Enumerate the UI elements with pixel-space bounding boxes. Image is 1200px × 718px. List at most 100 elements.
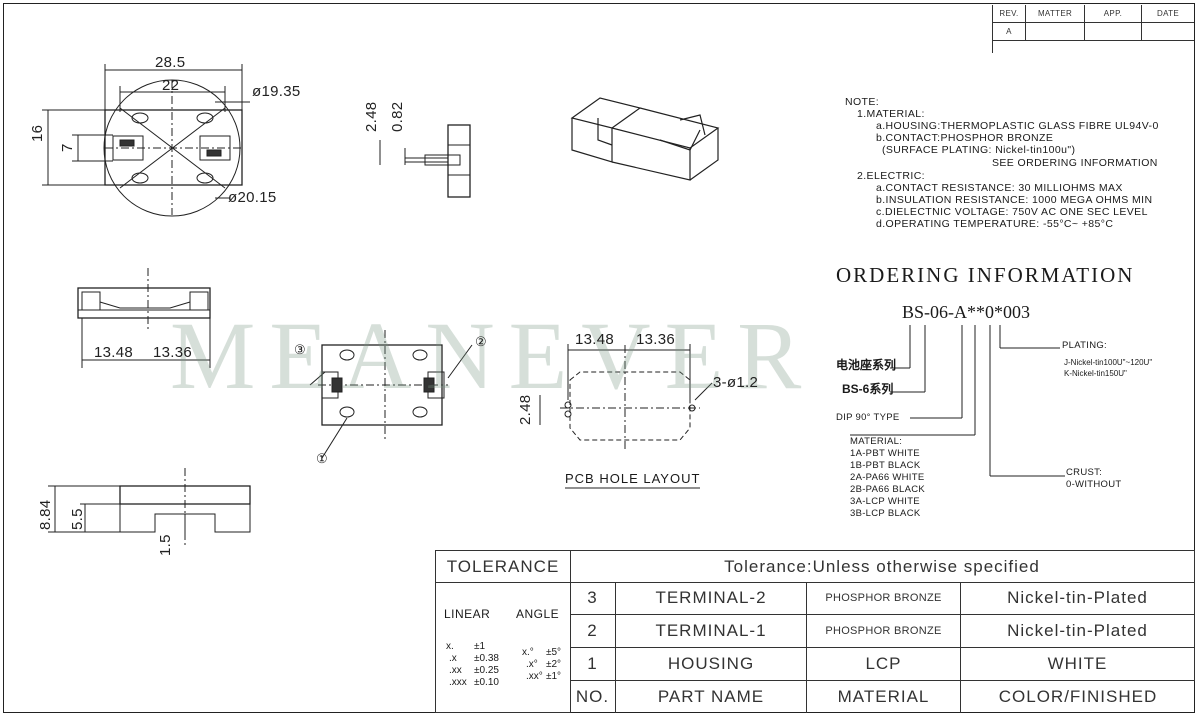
rev-value-rev: A bbox=[992, 23, 1025, 41]
row-part: TERMINAL-1 bbox=[616, 615, 807, 648]
angle-val: ±5° bbox=[546, 647, 562, 658]
note-line: a.CONTACT RESISTANCE: 30 MILLIOHMS MAX bbox=[876, 182, 1123, 194]
angle-key: .x° bbox=[526, 659, 538, 670]
linear-key: x. bbox=[446, 641, 454, 652]
ordering-material: 2B-PA66 BLACK bbox=[850, 484, 926, 495]
top-view bbox=[42, 64, 250, 217]
dim-height-inner: 7 bbox=[59, 143, 76, 152]
dim-bottom-c: 1.5 bbox=[157, 534, 174, 556]
rev-header-date: DATE bbox=[1141, 5, 1194, 23]
watermark-text: MEANEVER bbox=[170, 302, 816, 409]
dim-pcb-holes: 3-ø1.2 bbox=[713, 374, 759, 391]
ordering-dip: DIP 90° TYPE bbox=[836, 412, 900, 423]
section-view bbox=[48, 468, 251, 545]
note-line: b.CONTACT:PHOSPHOR BRONZE bbox=[876, 132, 1054, 144]
linear-val: ±0.25 bbox=[474, 665, 499, 676]
dim-pcb-height: 2.48 bbox=[517, 394, 534, 425]
angle-key: .xx° bbox=[526, 671, 543, 682]
ordering-plating: J-Nickel-tin100U"~120U" bbox=[1064, 358, 1153, 367]
rev-value-matter bbox=[1025, 23, 1084, 41]
ordering-leaders bbox=[850, 325, 1065, 477]
bottom-view bbox=[309, 330, 473, 459]
ordering-material: 1A-PBT WHITE bbox=[850, 448, 920, 459]
row-part: TERMINAL-2 bbox=[616, 582, 807, 615]
dim-side-a: 2.48 bbox=[363, 101, 380, 132]
note-line: (SURFACE PLATING: Nickel-tin100u") bbox=[882, 144, 1076, 156]
dim-dia-2: ø20.15 bbox=[228, 189, 277, 206]
ordering-crust: 0-WITHOUT bbox=[1066, 479, 1122, 490]
row-finish: Nickel-tin-Plated bbox=[961, 582, 1195, 615]
note-line: b.INSULATION RESISTANCE: 1000 MEGA OHMS … bbox=[876, 194, 1153, 206]
ordering-material: 3B-LCP BLACK bbox=[850, 508, 921, 519]
tolerance-label: TOLERANCE bbox=[435, 550, 571, 583]
linear-val: ±0.38 bbox=[474, 653, 499, 664]
linear-val: ±0.10 bbox=[474, 677, 499, 688]
linear-key: .xx bbox=[449, 665, 462, 676]
header-material: MATERIAL bbox=[807, 681, 961, 713]
row-material: LCP bbox=[807, 648, 961, 681]
isometric-view bbox=[570, 97, 720, 181]
callout-2: ② bbox=[475, 334, 487, 349]
rev-value-app bbox=[1084, 23, 1141, 41]
row-material: PHOSPHOR BRONZE bbox=[807, 582, 961, 615]
ordering-title: ORDERING INFORMATION bbox=[836, 263, 1135, 287]
note-line: 1.MATERIAL: bbox=[857, 108, 925, 120]
front-view bbox=[77, 268, 211, 368]
ordering-crust-header: CRUST: bbox=[1066, 467, 1103, 478]
dim-top-width-outer: 28.5 bbox=[155, 54, 186, 71]
note-line: a.HOUSING:THERMOPLASTIC GLASS FIBRE UL94… bbox=[876, 120, 1159, 132]
note-line: c.DIELECTNIC VOLTAGE: 750V AC ONE SEC LE… bbox=[876, 206, 1148, 218]
dim-top-width-inner: 22 bbox=[162, 77, 180, 94]
tolerance-note: Tolerance:Unless otherwise specified bbox=[570, 550, 1195, 583]
row-material: PHOSPHOR BRONZE bbox=[807, 615, 961, 648]
angle-val: ±1° bbox=[546, 671, 562, 682]
note-line: SEE ORDERING INFORMATION bbox=[992, 157, 1158, 169]
linear-val: ±1 bbox=[474, 641, 486, 652]
notes-header: NOTE: bbox=[845, 96, 880, 108]
ordering-material-header: MATERIAL: bbox=[850, 436, 903, 447]
header-no: NO. bbox=[570, 681, 616, 713]
ordering-material: 1B-PBT BLACK bbox=[850, 460, 921, 471]
dim-pcb-left: 13.48 bbox=[575, 331, 615, 348]
angle-label: ANGLE bbox=[516, 607, 560, 621]
dim-height-outer: 16 bbox=[29, 124, 46, 142]
dim-bottom-a: 8.84 bbox=[37, 499, 54, 530]
dim-bottom-b: 5.5 bbox=[69, 508, 86, 530]
row-part: HOUSING bbox=[616, 648, 807, 681]
ordering-series-bs: BS-6系列 bbox=[842, 382, 894, 396]
ordering-plating-header: PLATING: bbox=[1062, 340, 1107, 351]
dim-pcb-right: 13.36 bbox=[636, 331, 676, 348]
tolerance-values: LINEAR ANGLE x. ±1 .x ±0.38 .xx ±0.25 .x… bbox=[435, 582, 571, 713]
note-line: 2.ELECTRIC: bbox=[857, 170, 925, 182]
header-part: PART NAME bbox=[616, 681, 807, 713]
linear-key: .x bbox=[449, 653, 457, 664]
row-finish: WHITE bbox=[961, 648, 1195, 681]
dim-front-right: 13.36 bbox=[153, 344, 193, 361]
callout-1: ① bbox=[316, 451, 328, 466]
side-view bbox=[379, 124, 471, 198]
header-finish: COLOR/FINISHED bbox=[998, 687, 1158, 706]
rev-header-matter: MATTER bbox=[1025, 5, 1084, 23]
pcb-layout-label: PCB HOLE LAYOUT bbox=[565, 471, 701, 486]
dim-dia-1: ø19.35 bbox=[252, 83, 301, 100]
ordering-plating: K-Nickel-tin150U" bbox=[1064, 369, 1127, 378]
rev-value-date bbox=[1141, 23, 1194, 41]
row-no: 1 bbox=[570, 648, 616, 681]
row-no: 3 bbox=[570, 582, 616, 615]
ordering-material: 3A-LCP WHITE bbox=[850, 496, 920, 507]
dim-front-left: 13.48 bbox=[94, 344, 134, 361]
drawing-frame bbox=[3, 3, 1195, 713]
pcb-hole-layout bbox=[539, 344, 713, 489]
rev-header-rev: REV. bbox=[992, 5, 1025, 23]
ordering-series-cn: 电池座系列 bbox=[836, 358, 897, 372]
rev-header-app: APP. bbox=[1084, 5, 1141, 23]
ordering-code: BS-06-A**0*003 bbox=[902, 302, 1031, 322]
row-no: 2 bbox=[570, 615, 616, 648]
callout-3: ③ bbox=[294, 342, 306, 357]
ordering-material: 2A-PA66 WHITE bbox=[850, 472, 925, 483]
row-finish: Nickel-tin-Plated bbox=[961, 615, 1195, 648]
note-line: d.OPERATING TEMPERATURE: -55°C~ +85°C bbox=[876, 218, 1114, 230]
dim-side-b: 0.82 bbox=[389, 101, 406, 132]
angle-val: ±2° bbox=[546, 659, 562, 670]
